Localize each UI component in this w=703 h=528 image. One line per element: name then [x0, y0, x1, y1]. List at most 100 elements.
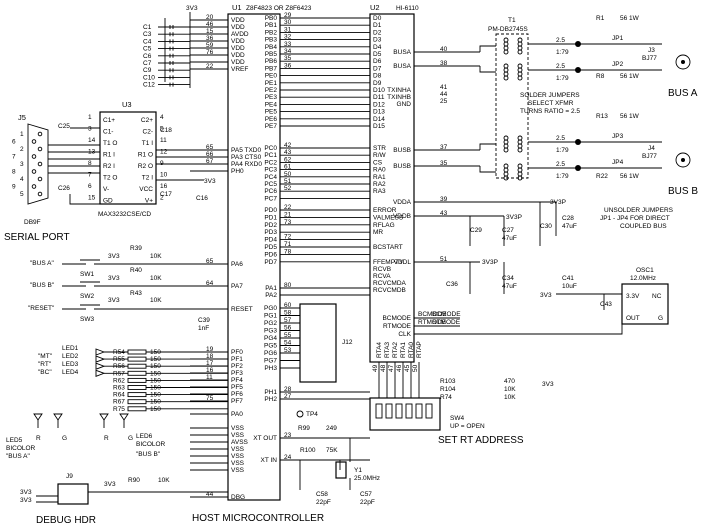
u2-left-pin-1: D1 — [373, 22, 382, 29]
t1-label: T1 — [508, 17, 516, 24]
u2-left-pin-10: D10 — [373, 87, 385, 94]
u2-left-pin-19: RA0 — [373, 167, 386, 174]
c39-label: C39 — [198, 317, 210, 324]
r74-value: 10K — [504, 394, 516, 401]
u1-right-pin-44: PH2 — [264, 396, 277, 403]
u3-right-num-1: 5 — [160, 126, 164, 133]
jumper-res-2: R13 — [596, 113, 608, 120]
u1-right-num-44: 27 — [284, 393, 292, 400]
u1-right-pin-43: PH1 — [264, 389, 277, 396]
u3-left-pin-7: GD — [103, 198, 113, 205]
jumper-res-val-0: 56 1W — [620, 15, 640, 22]
u1-right-num-24: 22 — [284, 204, 292, 211]
db9-pin-3 — [31, 154, 37, 159]
vddl-3v3p: 3V3P — [482, 259, 498, 266]
coil-sec-1-1 — [517, 67, 523, 73]
osc1-gnd: G — [658, 315, 663, 322]
u1-left-pins: VDD20VDD46AVDD15VDD36VDD59VDD76VDDVREF22… — [190, 14, 262, 501]
u1-left-pin-1: VDD — [231, 24, 245, 31]
u1-left-num-19: 11 — [206, 374, 213, 381]
u2-left-pin-5: D5 — [373, 51, 382, 58]
u1-right-pin-26: PD2 — [264, 222, 277, 229]
u1-right-pin-35: PG1 — [264, 313, 277, 320]
led-res-label-7: R67 — [113, 399, 125, 406]
switch-wires — [62, 259, 228, 310]
jumper-ratio2-3: 1:79 — [556, 173, 569, 180]
dip-key-5[interactable] — [425, 403, 433, 419]
u2-bottom-pin-5: RTAP — [416, 341, 423, 358]
r43-3v3: 3V3 — [108, 297, 120, 304]
r39-3v3: 3V3 — [108, 253, 120, 260]
jumper-label-1: JP2 — [612, 61, 624, 68]
u2-left-pin-21: RA2 — [373, 181, 386, 188]
led-res-label-0: R54 — [113, 349, 125, 356]
jumper-ratio2-2: 1:79 — [556, 147, 569, 154]
u2-left-pin-9: D9 — [373, 80, 382, 87]
u2-right-pin-4: GND — [397, 101, 412, 108]
dip-key-4[interactable] — [415, 403, 423, 419]
u2-right-pin-2: TXINHA — [387, 87, 412, 94]
u1-left-pin-22: PF7 — [231, 398, 243, 405]
u3-right-num-6: 16 — [160, 183, 168, 190]
led5-type: BICOLOR — [6, 445, 36, 452]
vdd-3v3-label: 3V3 — [186, 5, 198, 12]
j4-part: BJ77 — [642, 153, 657, 160]
u3-left-num-2: 14 — [88, 137, 96, 144]
led-res-value-0: 150 — [150, 349, 161, 356]
u2-bottom-num-3: 46 — [396, 364, 403, 372]
u1-right-pin-12: PE4 — [265, 101, 278, 108]
u1-box — [227, 13, 281, 501]
u1-right-num-6: 35 — [284, 55, 292, 62]
dip-key-0[interactable] — [375, 403, 383, 419]
dip-key-1[interactable] — [385, 403, 393, 419]
u1-left-num-12: 65 — [206, 258, 214, 265]
c28-value: 47uF — [562, 223, 577, 230]
u3-right-pin-3: R1 O — [138, 152, 153, 159]
jumper-res-0: R1 — [596, 15, 605, 22]
u1-left-pin-18: PF3 — [231, 370, 243, 377]
led6-r: R — [104, 435, 109, 442]
led-resistor-2 — [127, 363, 147, 369]
dip-key-3[interactable] — [405, 403, 413, 419]
u3-right-pin-2: T1 I — [142, 140, 153, 147]
u1-right-pin-31: PD7 — [264, 259, 277, 266]
u1-right-num-7: 36 — [284, 62, 292, 69]
u1-right-num-35: 58 — [284, 310, 292, 317]
u1-left-pin-16: PF1 — [231, 356, 243, 363]
dip-key-2[interactable] — [395, 403, 403, 419]
sw4-dip-switch[interactable] — [369, 397, 441, 431]
led-rt-caption: "RT" — [38, 361, 52, 368]
u1-right-pin-19: PC3 — [264, 167, 277, 174]
r104-value: 10K — [504, 386, 516, 393]
coil-sec-2-1 — [517, 139, 523, 145]
u1-left-num-0: 20 — [206, 14, 214, 21]
u1-right-pin-17: PC1 — [264, 152, 277, 159]
bicolor-diode-icon-0 — [33, 413, 43, 421]
u1-right-num-1: 30 — [284, 19, 292, 26]
led4-label: LED4 — [62, 369, 79, 376]
sw2-caption: "BUS B" — [30, 282, 55, 289]
led5-caption: "BUS A" — [6, 453, 30, 460]
u3-left-num-6: 6 — [88, 183, 92, 190]
db9-pin-num-8: 5 — [20, 191, 24, 198]
u2-left-pin-20: RA1 — [373, 174, 386, 181]
c27-value: 47uF — [502, 235, 517, 242]
db9-pin-1 — [31, 139, 37, 144]
db9-pin-7 — [31, 184, 37, 189]
c25-label: C25 — [58, 123, 70, 130]
led-res-label-2: R56 — [113, 363, 125, 370]
u1-left-pin-9: PA3 CTS0 — [231, 154, 262, 161]
u2-left-pin-11: D11 — [373, 94, 385, 101]
u1-right-pin-9: PE1 — [265, 80, 278, 87]
u2-left-pin-2: D2 — [373, 29, 382, 36]
coil-sec-1-3 — [517, 75, 523, 81]
u1-right-pin-21: PC5 — [264, 181, 277, 188]
coil-turn-0-3 — [503, 49, 509, 55]
u1-right-num-32: 80 — [284, 282, 292, 289]
c43-label: C43 — [600, 301, 612, 308]
c18-label: C18 — [160, 127, 172, 134]
c57-value: 22pF — [360, 499, 375, 506]
led5-r: R — [36, 435, 41, 442]
u3-right-num-4: 9 — [160, 160, 164, 167]
jumper-res-val-1: 56 1W — [620, 73, 640, 80]
